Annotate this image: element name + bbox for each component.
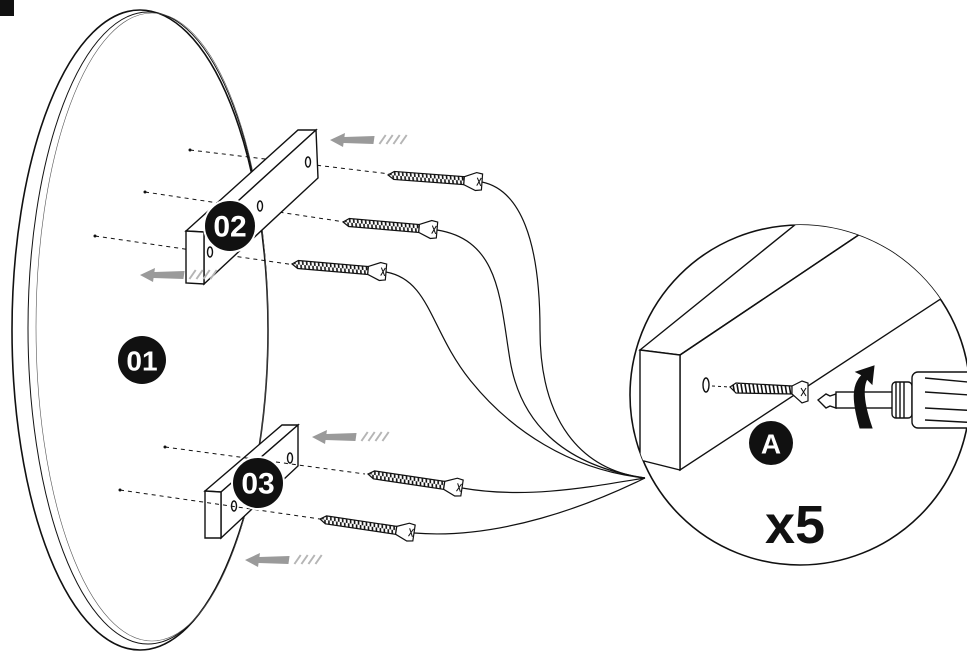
corner-mark-icon: [0, 0, 14, 16]
cleat-upper-label: 02: [213, 211, 246, 244]
tabletop-badge: 01: [118, 336, 166, 384]
direction-arrow-icon: [245, 553, 323, 567]
screws: [290, 170, 484, 542]
screw: [290, 259, 388, 282]
fastener-quantity: x5: [765, 495, 825, 555]
screwdriver-icon: [816, 371, 967, 429]
tabletop-label: 01: [126, 346, 157, 377]
clockwise-rotation-arrow-icon: [853, 365, 875, 429]
cleat-lower-label: 03: [241, 468, 274, 501]
screw: [318, 515, 416, 542]
guide-lines-lower: [119, 446, 366, 520]
tabletop: [11, 9, 269, 651]
screw: [341, 217, 439, 240]
screw: [366, 470, 464, 497]
direction-arrow-icon: [312, 430, 390, 444]
guide-lines-upper: [94, 149, 391, 266]
direction-arrow-icon: [140, 268, 218, 282]
leader-lines: [385, 181, 646, 535]
zoom-screw: [729, 380, 809, 404]
direction-arrows: [140, 133, 408, 567]
fastener-label: A: [761, 429, 781, 460]
direction-arrow-icon: [330, 133, 408, 147]
fastener-badge: A: [749, 421, 793, 465]
detail-zoom-circle: [629, 224, 967, 566]
screw: [386, 170, 484, 192]
cleat-lower-badge: 03: [231, 456, 285, 510]
cleat-upper-badge: 02: [203, 199, 257, 253]
